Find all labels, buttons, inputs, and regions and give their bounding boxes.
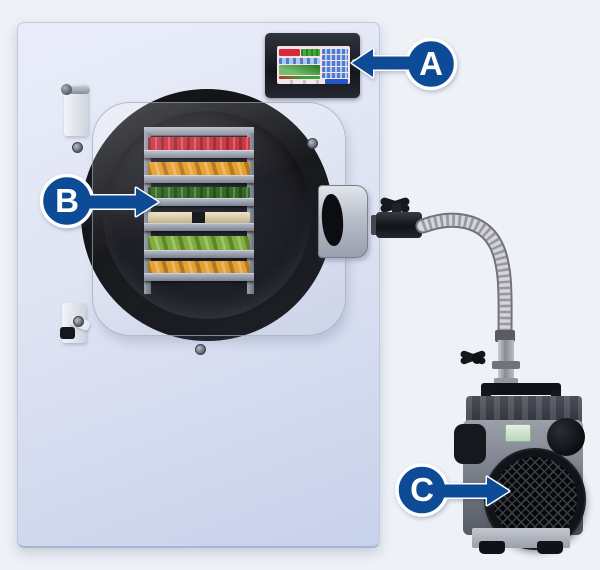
screen-green-chart	[279, 65, 320, 75]
hose-sleeve	[495, 330, 515, 342]
chamber-door	[92, 102, 346, 336]
vacuum-valve	[376, 212, 422, 238]
valve-flange	[371, 215, 378, 235]
pump-foot	[537, 541, 563, 554]
pump-oil-knob	[547, 418, 585, 456]
rack-top-rail	[144, 127, 254, 136]
screen-menu-row	[322, 73, 348, 78]
hinge-pin-ball	[61, 84, 72, 95]
screw	[73, 316, 84, 327]
pipe-flange	[492, 361, 520, 369]
screen-red-bar	[279, 49, 300, 56]
clamp-wing-nut	[472, 354, 482, 364]
drain-cap	[60, 327, 75, 339]
power-led	[352, 59, 356, 63]
pump-label	[505, 424, 531, 442]
tray-shelf	[144, 250, 254, 258]
pump-side-lug	[454, 424, 486, 464]
tray-shelf	[144, 273, 254, 281]
rack-right-rail	[247, 133, 254, 294]
callout-circle-c	[395, 463, 449, 517]
touchscreen-control-panel	[277, 46, 350, 84]
screen-button-row	[280, 80, 319, 84]
pipe-flange	[494, 378, 518, 386]
tray-food-orange-fruit	[148, 162, 250, 175]
screen-green-block	[301, 49, 320, 56]
hinge-pin	[64, 86, 90, 94]
screen-blue-graph	[279, 58, 320, 64]
tray-food-green-peppers	[148, 236, 250, 250]
tray-food-bread-slices	[148, 212, 250, 223]
tray-shelf	[144, 223, 254, 231]
screen-menu-row	[322, 61, 348, 66]
screen-menu-row	[322, 55, 348, 60]
screen-blue-button	[325, 79, 348, 84]
callout-label-a: A	[419, 45, 443, 82]
screen-status-strip	[279, 76, 320, 79]
tray-shelf	[144, 150, 254, 158]
tray-shelf	[144, 198, 254, 206]
screen-menu-row	[322, 67, 348, 72]
tray-food-green-beans	[148, 187, 250, 198]
callout-circle-a	[404, 37, 458, 91]
screw	[195, 344, 206, 355]
valve-stem	[392, 203, 401, 217]
screw	[307, 138, 318, 149]
callout-label-c: C	[410, 471, 434, 508]
tray-shelf	[144, 175, 254, 183]
tray-food-berries	[148, 137, 250, 150]
screen-menu-row	[322, 49, 348, 54]
tray-food-orange-slices	[148, 261, 250, 273]
pump-carry-handle	[481, 383, 561, 395]
pump-foot	[479, 541, 505, 554]
screw	[72, 142, 83, 153]
